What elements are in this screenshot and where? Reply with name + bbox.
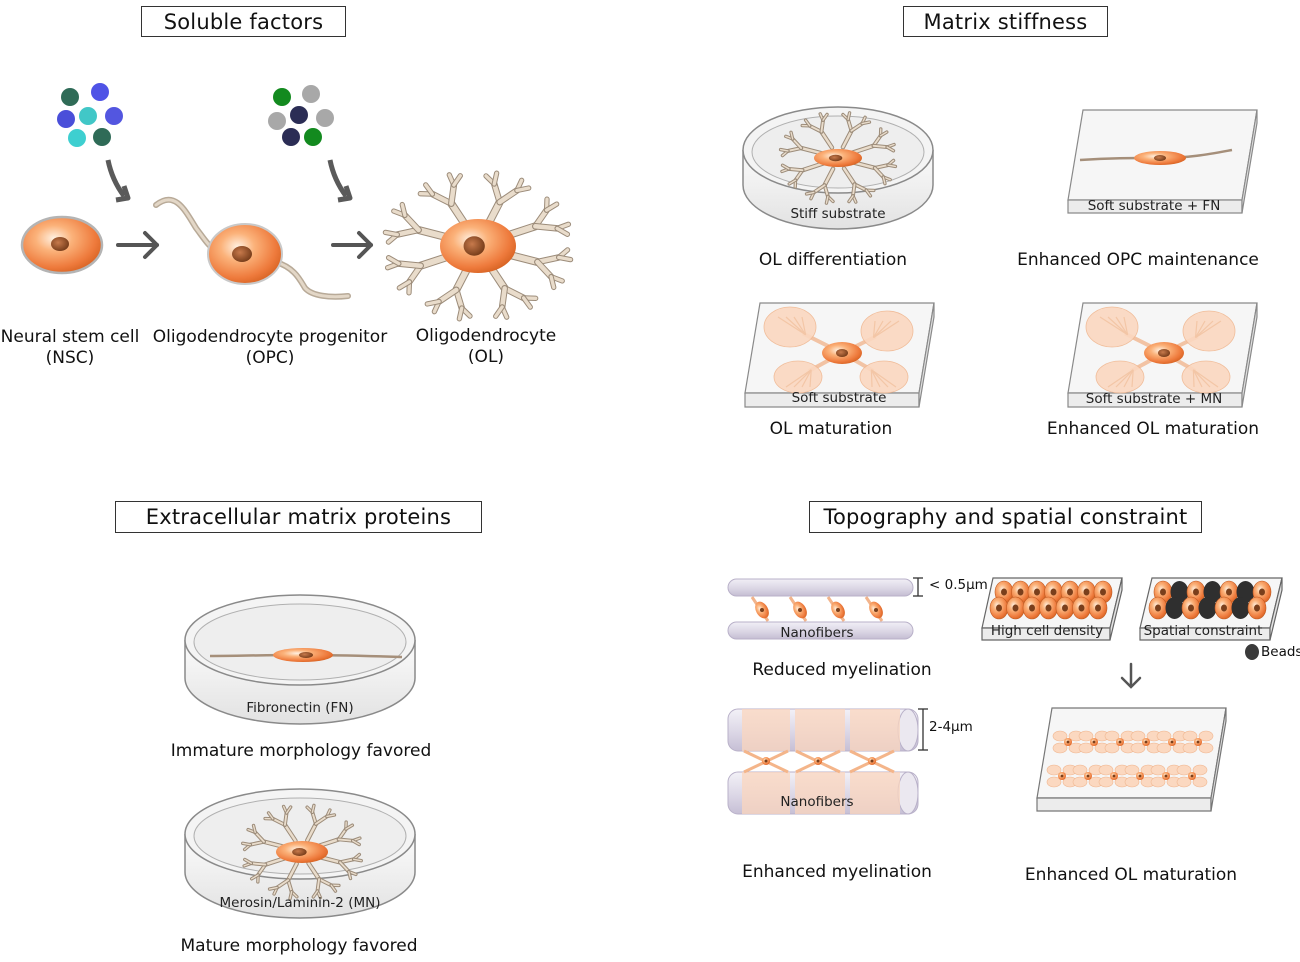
factor-dot-icon (282, 128, 300, 146)
myelin-wraps (742, 709, 900, 814)
elongated-cell-icon (209, 648, 403, 662)
dense-cells (989, 580, 1113, 620)
factor-dot-icon (268, 112, 286, 130)
arrowhead-icon (115, 185, 131, 203)
branched-cell-icon (241, 803, 363, 901)
opc-name: Oligodendrocyte progenitor (152, 327, 388, 347)
stiff-substrate-label: Stiff substrate (790, 206, 886, 222)
soft-substrate-caption: OL maturation (769, 419, 893, 439)
right-arrow-icon (116, 231, 159, 259)
ecm-proteins-title: Extracellular matrix proteins (115, 501, 482, 533)
ol-name: Oligodendrocyte (415, 326, 557, 346)
down-arrow-icon (1120, 662, 1142, 689)
factor-dot-icon (273, 88, 291, 106)
matrix-stiffness-title: Matrix stiffness (903, 6, 1108, 37)
spatial-constraint-label: Spatial constraint (1143, 623, 1263, 639)
thin-fiber-label: Nanofibers (780, 625, 854, 641)
factor-dot-icon (68, 129, 86, 147)
soluble-factors-title: Soluble factors (141, 6, 346, 37)
factor-dots-group-1 (57, 83, 123, 147)
high-density-label: High cell density (990, 623, 1104, 639)
fibronectin-dish (184, 594, 416, 725)
merosin-label: Merosin/Laminin-2 (MN) (219, 895, 381, 911)
ol-label: Oligodendrocyte (OL) (416, 326, 556, 368)
nsc-cell-icon (20, 215, 104, 275)
nsc-abbrev: (NSC) (45, 348, 95, 368)
fibronectin-label: Fibronectin (FN) (246, 700, 354, 716)
merosin-caption: Mature morphology favored (180, 936, 418, 956)
ol-abbrev: (OL) (467, 347, 505, 367)
soft-fn-caption: Enhanced OPC maintenance (1017, 250, 1259, 270)
factor-dots-group-2 (268, 85, 334, 146)
thick-fiber-label: Nanofibers (780, 794, 854, 810)
sheet-cell-icon (763, 306, 914, 394)
nsc-label: Neural stem cell (NSC) (1, 327, 140, 369)
thin-fiber-caption: Reduced myelination (752, 660, 932, 680)
curved-arrow-icon (327, 159, 349, 198)
factor-dot-icon (316, 109, 334, 127)
soluble-factors-title-text: Soluble factors (163, 9, 324, 34)
right-arrow-icon (331, 231, 373, 259)
bead-legend-icon (1245, 644, 1259, 660)
nsc-name: Neural stem cell (0, 327, 140, 347)
factor-dot-icon (93, 128, 111, 146)
opc-abbrev: (OPC) (245, 348, 295, 368)
opc-label: Oligodendrocyte progenitor (OPC) (153, 327, 387, 369)
factor-dot-icon (61, 88, 79, 106)
thick-fiber-size: 2-4μm (929, 719, 973, 735)
factor-dot-icon (79, 107, 97, 125)
result-caption: Enhanced OL maturation (1024, 865, 1238, 885)
branched-cell-icon (778, 111, 898, 205)
ecm-proteins-title-text: Extracellular matrix proteins (145, 505, 452, 529)
factor-dot-icon (57, 110, 75, 128)
factor-dot-icon (304, 128, 322, 146)
mature-cell-grid (1046, 730, 1214, 788)
elongated-cell-icon (1079, 148, 1233, 165)
thick-fiber-caption: Enhanced myelination (742, 862, 932, 882)
size-bracket-icon (918, 708, 928, 751)
sheet-cell-icon (1085, 306, 1236, 394)
beads-label: Beads (1261, 644, 1300, 660)
fiber-cells (750, 596, 884, 622)
soft-mn-label: Soft substrate + MN (1085, 391, 1223, 407)
soft-fn-label: Soft substrate + FN (1087, 198, 1221, 214)
topography-title: Topography and spatial constraint (809, 501, 1202, 533)
thin-fiber-size: < 0.5μm (929, 577, 988, 593)
opc-cell-icon (153, 196, 351, 300)
factor-dot-icon (105, 107, 123, 125)
oligodendrocyte-cell-icon (382, 170, 574, 322)
stiff-substrate-caption: OL differentiation (758, 250, 908, 270)
thin-nanofibers (727, 578, 914, 640)
arrowhead-icon (337, 185, 353, 203)
topography-title-text: Topography and spatial constraint (823, 505, 1188, 529)
soft-mn-caption: Enhanced OL maturation (1046, 419, 1260, 439)
factor-dot-icon (91, 83, 109, 101)
soft-substrate-label: Soft substrate (791, 390, 887, 406)
fibronectin-caption: Immature morphology favored (170, 741, 432, 761)
result-box (1036, 707, 1227, 812)
matrix-stiffness-title-text: Matrix stiffness (923, 9, 1088, 34)
factor-dot-icon (290, 106, 308, 124)
size-bracket-icon (913, 577, 923, 597)
constrained-cells-and-beads (1148, 580, 1272, 620)
factor-dot-icon (302, 85, 320, 103)
curved-arrow-icon (105, 159, 127, 198)
